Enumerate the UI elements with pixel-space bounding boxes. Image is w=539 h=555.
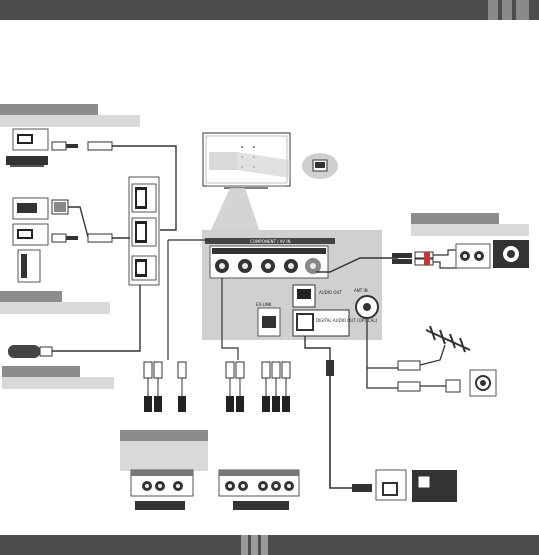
svg-text:EX-LINK: EX-LINK	[256, 302, 272, 307]
footer-tab-1	[241, 535, 248, 555]
header-tab-2	[502, 0, 512, 20]
svg-text:DIGITAL AUDIO OUT (OPTICAL): DIGITAL AUDIO OUT (OPTICAL)	[316, 318, 378, 323]
usb-drive	[8, 285, 141, 358]
section-label-component	[2, 366, 114, 389]
svg-text:COMPONENT / AV IN: COMPONENT / AV IN	[250, 239, 290, 244]
section-label-audio	[411, 213, 529, 236]
antenna-connection	[366, 318, 497, 397]
header-tab-3	[516, 0, 529, 20]
footer-tab-3	[261, 535, 268, 555]
audio-connection	[316, 240, 529, 273]
section-label-hdmi-devices	[0, 104, 140, 127]
av-source-devices	[130, 469, 300, 510]
svg-text:AUDIO OUT: AUDIO OUT	[319, 290, 342, 295]
hdmi-source-devices	[6, 128, 177, 283]
svg-text:ANT IN: ANT IN	[354, 288, 368, 293]
optical-connection	[304, 336, 457, 502]
page-footer-bar	[0, 535, 539, 555]
footer-tab-2	[251, 535, 258, 555]
section-label-usb	[0, 291, 110, 314]
component-cables	[143, 239, 291, 412]
tv-illustration	[202, 132, 338, 232]
rear-jacks: COMPONENT / AV IN AUDIO OUT EX-LINK DIGI…	[205, 238, 379, 337]
side-port-panel	[128, 176, 160, 286]
header-tab-1	[488, 0, 498, 20]
section-label-av-devices	[120, 430, 208, 471]
page-header-bar	[0, 0, 539, 20]
